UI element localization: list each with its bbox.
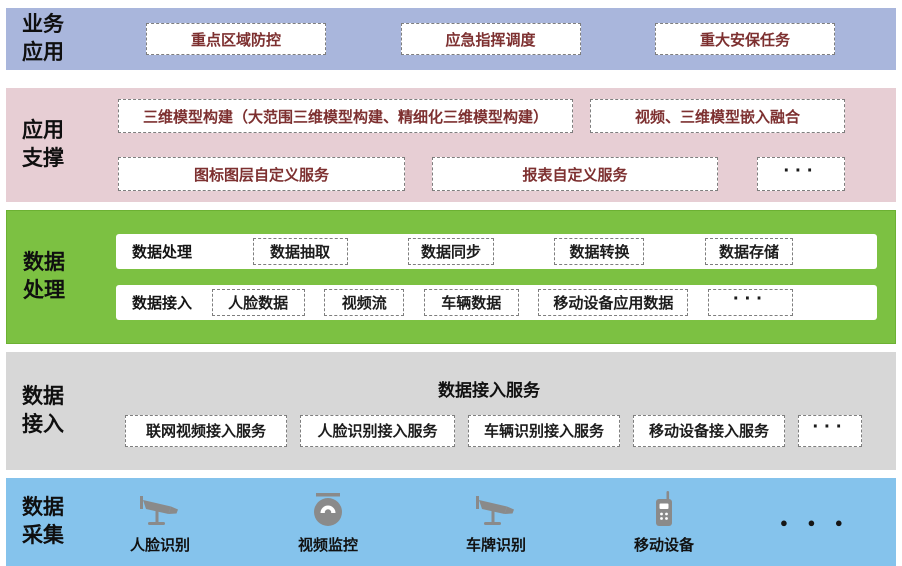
data-ingest-strip-label: 数据接入: [132, 295, 193, 312]
node-vehicle-data: 车辆数据: [423, 289, 519, 316]
layer-access-label: 数据接入: [22, 384, 64, 436]
node-data-transform: 数据转换: [554, 238, 645, 265]
node-report-custom-service: 报表自定义服务: [432, 157, 718, 191]
collection-devices-row: 人脸识别 视频监控: [82, 490, 896, 555]
dome-camera-icon: [309, 490, 347, 528]
layer-processing-label: 数据处理: [23, 250, 65, 302]
walkie-talkie-icon: [651, 490, 677, 528]
data-processing-strip: 数据处理 数据抽取 数据同步 数据转换 数据存储: [116, 234, 877, 269]
node-video-3d-model-fusion: 视频、三维模型嵌入融合: [590, 99, 845, 133]
layer-business-application: 业务应用 重点区域防控 应急指挥调度 重大安保任务: [6, 8, 896, 70]
more-devices-dots: ● ● ●: [780, 514, 851, 530]
node-mobile-device-app-data: 移动设备应用数据: [538, 289, 689, 316]
access-area: 数据接入服务 联网视频接入服务 人脸识别接入服务 车辆识别接入服务 移动设备接入…: [82, 376, 896, 447]
support-boxes-area: 三维模型构建（大范围三维模型构建、精细化三维模型构建） 视频、三维模型嵌入融合 …: [82, 99, 896, 191]
node-more-access-services: ···: [798, 414, 862, 447]
layer-business-label: 业务应用: [22, 12, 64, 64]
node-data-extraction: 数据抽取: [252, 238, 348, 265]
layer-collection-label: 数据采集: [22, 495, 64, 547]
node-face-data: 人脸数据: [211, 289, 305, 316]
node-video-stream: 视频流: [324, 289, 405, 316]
node-more-support-services: ···: [757, 157, 845, 191]
device-label-video-surveillance: 视频监控: [297, 536, 358, 554]
data-processing-strip-label: 数据处理: [132, 244, 193, 261]
layer-support-label: 应用支撑: [22, 118, 64, 170]
processing-strips: 数据处理 数据抽取 数据同步 数据转换 数据存储 数据接入 人脸数据 视频流 车…: [83, 234, 895, 320]
node-more-ingest-data: ···: [707, 289, 793, 316]
layer-data-access: 数据接入 数据接入服务 联网视频接入服务 人脸识别接入服务 车辆识别接入服务 移…: [6, 352, 896, 470]
node-key-area-prevention: 重点区域防控: [146, 23, 326, 55]
device-video-surveillance: 视频监控: [276, 490, 380, 555]
node-emergency-command-dispatch: 应急指挥调度: [400, 23, 581, 55]
device-plate-recognition: 车牌识别: [444, 490, 548, 555]
node-data-storage: 数据存储: [704, 238, 793, 265]
data-ingest-strip: 数据接入 人脸数据 视频流 车辆数据 移动设备应用数据 ···: [116, 285, 877, 320]
node-mobile-device-access-service: 移动设备接入服务: [633, 414, 785, 447]
layer-data-processing: 数据处理 数据处理 数据抽取 数据同步 数据转换 数据存储 数据接入 人脸数据 …: [6, 210, 896, 344]
node-3d-model-construction: 三维模型构建（大范围三维模型构建、精细化三维模型构建）: [118, 99, 573, 133]
device-label-plate-recognition: 车牌识别: [465, 536, 526, 554]
device-mobile-device: 移动设备: [612, 490, 716, 555]
node-network-video-access-service: 联网视频接入服务: [125, 414, 287, 447]
node-icon-layer-custom-service: 图标图层自定义服务: [118, 157, 405, 191]
business-boxes-row: 重点区域防控 应急指挥调度 重大安保任务: [82, 23, 896, 55]
node-major-security-task: 重大安保任务: [655, 23, 835, 55]
node-face-recognition-access-service: 人脸识别接入服务: [300, 414, 455, 447]
node-data-sync: 数据同步: [407, 238, 494, 265]
device-label-face-recognition: 人脸识别: [129, 536, 190, 554]
data-access-service-title: 数据接入服务: [438, 380, 540, 400]
device-face-recognition: 人脸识别: [108, 490, 212, 555]
layer-application-support: 应用支撑 三维模型构建（大范围三维模型构建、精细化三维模型构建） 视频、三维模型…: [6, 88, 896, 202]
support-row-1: 三维模型构建（大范围三维模型构建、精细化三维模型构建） 视频、三维模型嵌入融合: [118, 99, 896, 133]
support-row-2: 图标图层自定义服务 报表自定义服务 ···: [118, 157, 896, 191]
device-label-mobile-device: 移动设备: [633, 536, 694, 554]
node-vehicle-recognition-access-service: 车辆识别接入服务: [468, 414, 620, 447]
access-boxes-row: 联网视频接入服务 人脸识别接入服务 车辆识别接入服务 移动设备接入服务 ···: [82, 414, 896, 447]
cctv-camera-icon: [138, 490, 182, 528]
cctv-camera-icon: [474, 490, 518, 528]
layer-data-collection: 数据采集 人脸识别: [6, 478, 896, 566]
